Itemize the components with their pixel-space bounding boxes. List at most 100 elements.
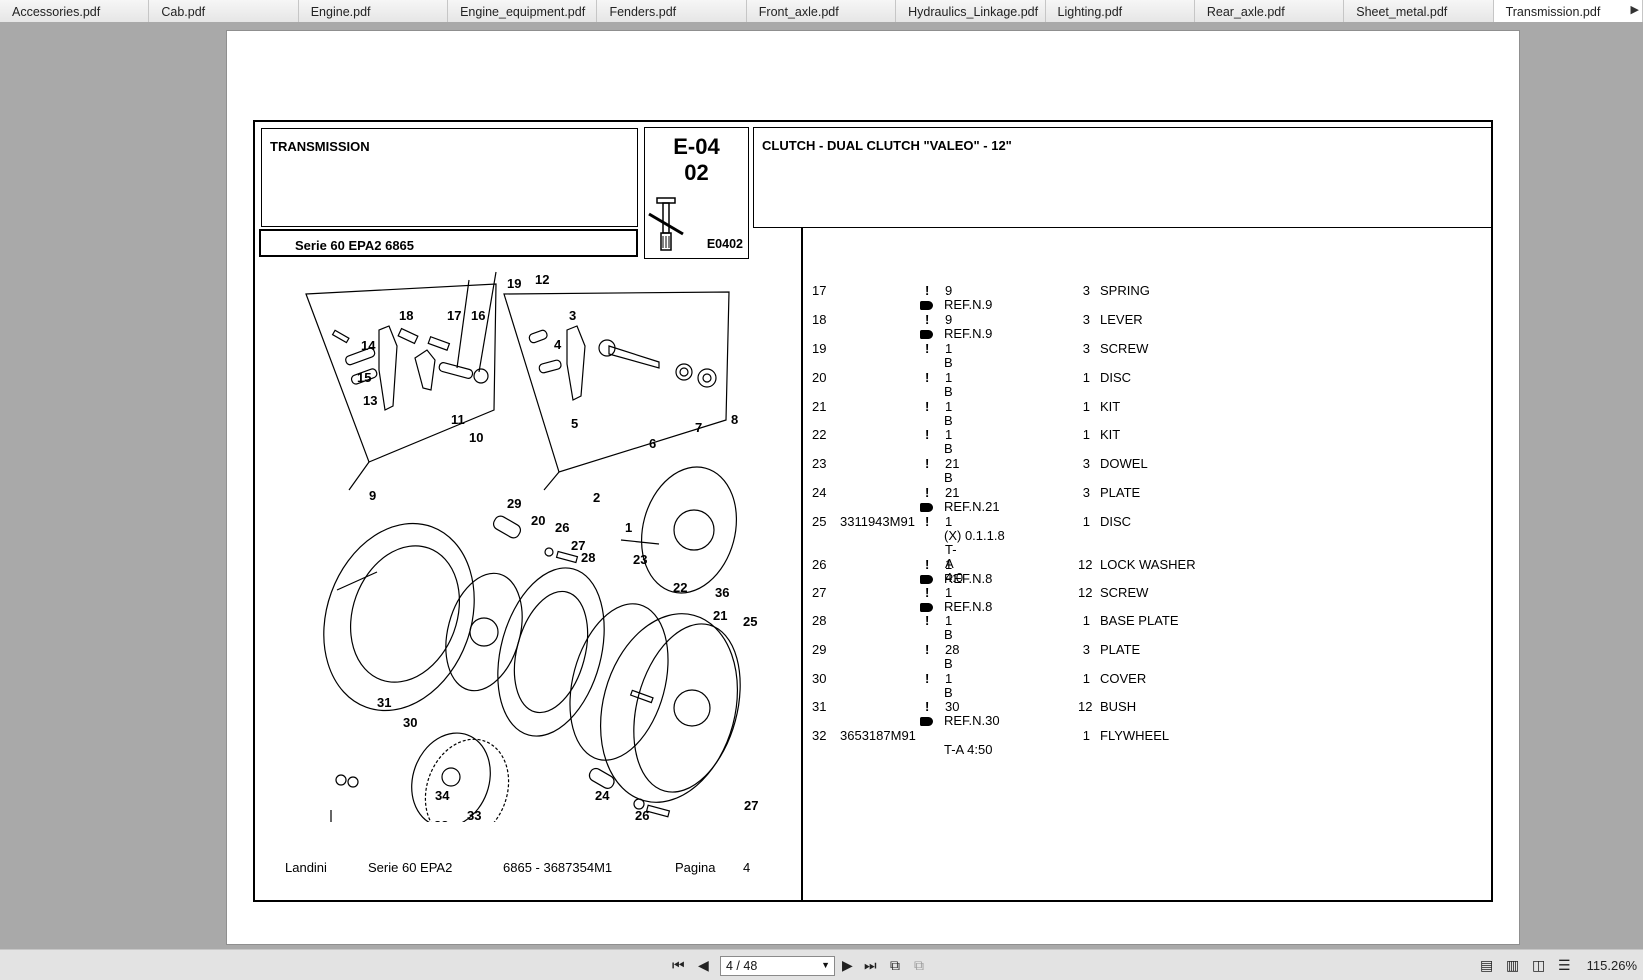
exclamation-mark: ! bbox=[925, 283, 930, 298]
copy-page-icon[interactable]: ⧉ bbox=[914, 957, 924, 973]
part-ref: 17 bbox=[812, 283, 827, 298]
first-page-icon[interactable]: ⏮ bbox=[672, 957, 685, 973]
part-note-ref: REF.N.8 bbox=[944, 599, 993, 614]
page-select[interactable]: 4 / 48 ▼ bbox=[720, 956, 835, 976]
part-ref: 32 bbox=[812, 728, 827, 743]
part-qty: 3 bbox=[1082, 485, 1090, 500]
zoom-level[interactable]: 115.26% bbox=[1586, 958, 1637, 973]
part-note: 1 bbox=[945, 370, 953, 385]
tab-front-axle[interactable]: Front_axle.pdf bbox=[746, 0, 897, 22]
drawing-callout: 28 bbox=[581, 550, 595, 565]
part-ref: 23 bbox=[812, 456, 827, 471]
part-note-ref: B bbox=[944, 656, 953, 671]
exclamation-mark: ! bbox=[925, 585, 930, 600]
continuous-view-icon[interactable]: ▥ bbox=[1506, 957, 1520, 973]
part-note: 1 bbox=[945, 427, 953, 442]
tab-sheet-metal[interactable]: Sheet_metal.pdf bbox=[1344, 0, 1494, 22]
part-ref: 30 bbox=[812, 671, 827, 686]
export-page-icon[interactable]: ⧉ bbox=[890, 957, 900, 973]
exclamation-mark: ! bbox=[925, 671, 930, 686]
drawing-callout: 5 bbox=[571, 416, 578, 431]
section-description: CLUTCH - DUAL CLUTCH "VALEO" - 12" bbox=[762, 138, 1012, 153]
part-note-secondary: REF.N.30 bbox=[920, 714, 1120, 728]
group-title: TRANSMISSION bbox=[270, 139, 370, 154]
part-description: DISC bbox=[1100, 370, 1132, 385]
tab-scroll-right-icon[interactable]: ▶ bbox=[1630, 4, 1639, 16]
drawing-callout: 22 bbox=[673, 580, 687, 595]
part-ref: 24 bbox=[812, 485, 827, 500]
last-page-icon[interactable]: ⏭ bbox=[864, 957, 877, 973]
part-note-secondary: B bbox=[920, 471, 1120, 485]
drawing-callout: 8 bbox=[731, 412, 738, 427]
drawing-callout: 30 bbox=[403, 715, 417, 730]
part-qty: 3 bbox=[1082, 312, 1090, 327]
tab-transmission[interactable]: Transmission.pdf bbox=[1493, 0, 1643, 22]
part-qty: 12 bbox=[1078, 557, 1093, 572]
drawing-callout: 25 bbox=[743, 614, 757, 629]
section-code-box: E-04 02 E0402 bbox=[644, 127, 749, 259]
two-page-view-icon[interactable]: ◫ bbox=[1532, 957, 1546, 973]
section-code-line1: E-04 bbox=[673, 134, 720, 159]
drawing-callout: 14 bbox=[361, 338, 376, 353]
drawing-callout: 27 bbox=[744, 798, 758, 813]
part-note-secondary: REF.N.8 bbox=[920, 572, 1120, 586]
part-note-secondary: (X) 0.1.1.8 bbox=[920, 529, 1120, 543]
part-description: SPRING bbox=[1100, 283, 1150, 298]
fit-width-icon[interactable]: ☰ bbox=[1558, 957, 1571, 973]
part-note: 9 bbox=[945, 312, 953, 327]
part-note: 28 bbox=[945, 642, 960, 657]
part-ref: 27 bbox=[812, 585, 827, 600]
tab-accessories[interactable]: Accessories.pdf bbox=[0, 0, 150, 22]
single-page-view-icon[interactable]: ▤ bbox=[1480, 957, 1494, 973]
drawing-callout: 34 bbox=[435, 788, 450, 803]
exclamation-mark: ! bbox=[925, 312, 930, 327]
tab-engine[interactable]: Engine.pdf bbox=[298, 0, 449, 22]
part-description: DOWEL bbox=[1100, 456, 1148, 471]
tab-rear-axle[interactable]: Rear_axle.pdf bbox=[1194, 0, 1345, 22]
part-number: 3311943M91 bbox=[840, 514, 915, 529]
tab-engine-equipment[interactable]: Engine_equipment.pdf bbox=[448, 0, 598, 22]
previous-page-icon[interactable]: ◀ bbox=[698, 957, 709, 973]
part-note-secondary: B bbox=[920, 385, 1120, 399]
part-note: 21 bbox=[945, 456, 960, 471]
part-qty: 3 bbox=[1082, 341, 1090, 356]
drawing-callout: 26 bbox=[635, 808, 649, 822]
part-description: BASE PLATE bbox=[1100, 613, 1179, 628]
part-qty: 1 bbox=[1082, 514, 1090, 529]
part-note-secondary: REF.N.9 bbox=[920, 327, 1120, 341]
part-note-secondary: REF.N.21 bbox=[920, 500, 1120, 514]
part-description: LEVER bbox=[1100, 312, 1143, 327]
part-note: 21 bbox=[945, 485, 960, 500]
tab-cab[interactable]: Cab.pdf bbox=[149, 0, 299, 22]
tab-hydraulics-linkage[interactable]: Hydraulics_Linkage.pdf bbox=[896, 0, 1046, 22]
part-note-ref: REF.N.30 bbox=[944, 713, 1000, 728]
part-number: 3653187M91 bbox=[840, 728, 916, 743]
part-note-secondary: REF.N.9 bbox=[920, 298, 1120, 312]
pointing-hand-icon bbox=[920, 575, 933, 584]
drawing-callout: 32 bbox=[434, 818, 448, 822]
drawing-callout: 11 bbox=[451, 412, 465, 427]
section-code-line2: 02 bbox=[684, 160, 709, 185]
serie-label: Serie 60 EPA2 6865 bbox=[295, 238, 415, 253]
part-note-ref: B bbox=[944, 441, 953, 456]
part-ref: 18 bbox=[812, 312, 827, 327]
part-ref: 20 bbox=[812, 370, 827, 385]
part-note: 1 bbox=[945, 399, 953, 414]
next-page-icon[interactable]: ▶ bbox=[842, 957, 853, 973]
part-description: SCREW bbox=[1100, 585, 1149, 600]
part-note-ref: T-A 4:50 bbox=[944, 742, 993, 757]
part-description: SCREW bbox=[1100, 341, 1149, 356]
exclamation-mark: ! bbox=[925, 642, 930, 657]
drawing-callout: 18 bbox=[399, 308, 413, 323]
group-title-box: TRANSMISSION bbox=[261, 128, 638, 227]
tab-lighting[interactable]: Lighting.pdf bbox=[1045, 0, 1195, 22]
drawing-callout: 31 bbox=[377, 695, 391, 710]
tab-fenders[interactable]: Fenders.pdf bbox=[597, 0, 747, 22]
part-ref: 22 bbox=[812, 427, 827, 442]
part-qty: 1 bbox=[1082, 728, 1090, 743]
part-note-ref: REF.N.8 bbox=[944, 571, 993, 586]
drawing-callout: 7 bbox=[695, 420, 702, 435]
part-note-ref: B bbox=[944, 355, 953, 370]
drawing-callout: 2 bbox=[593, 490, 600, 505]
